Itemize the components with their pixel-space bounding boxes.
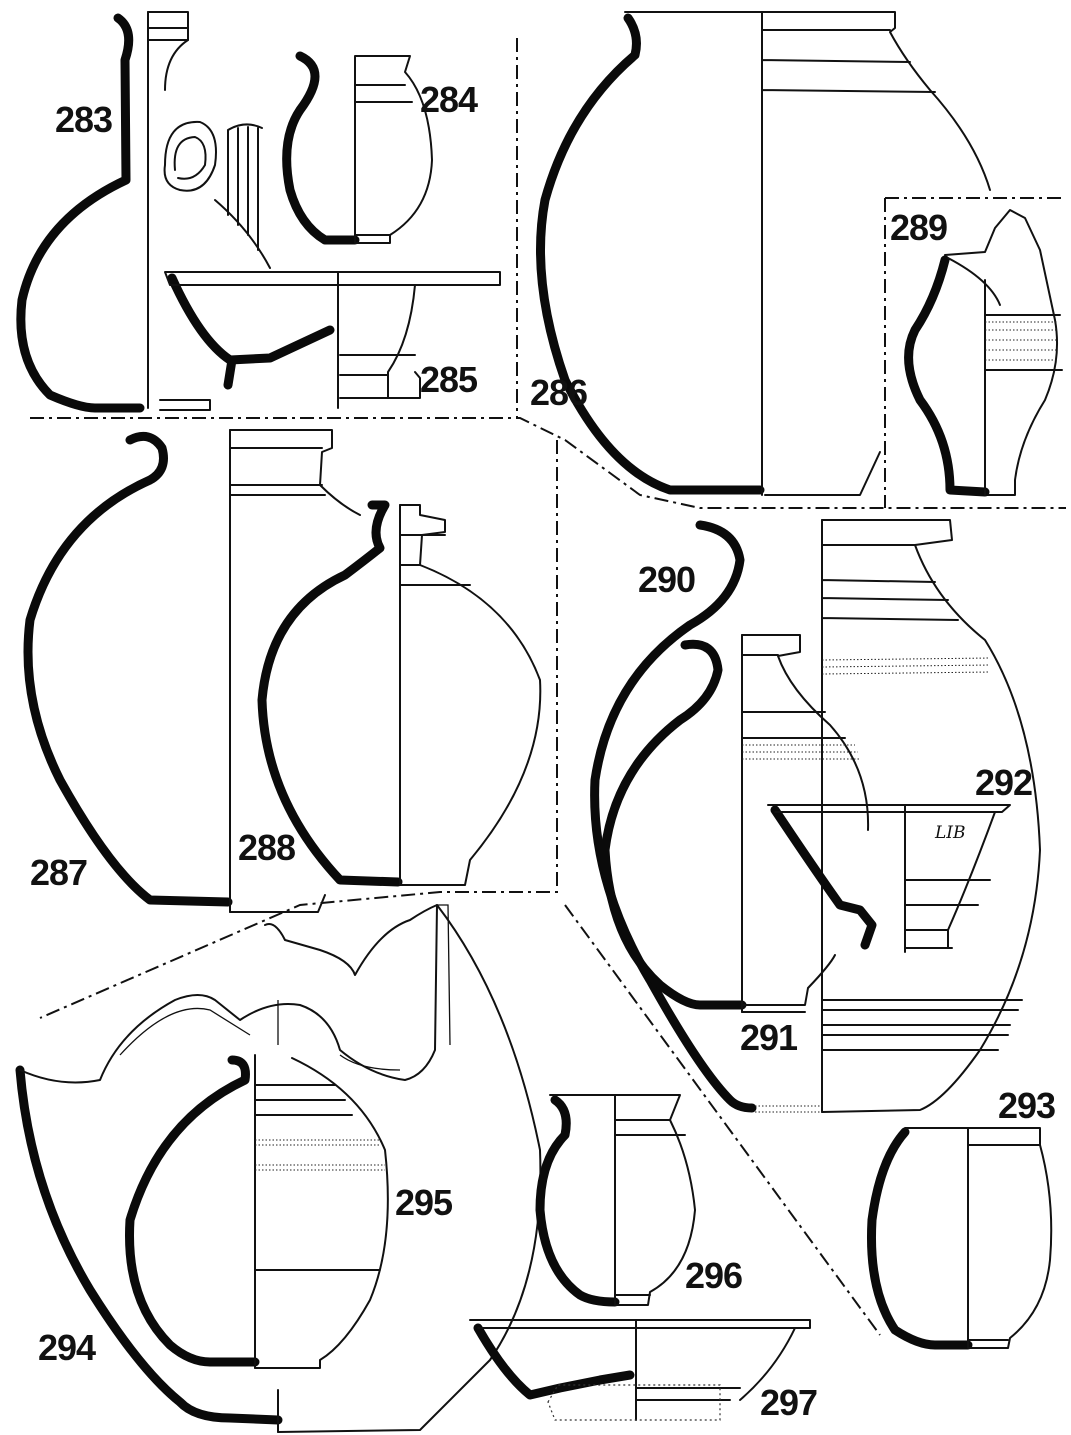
label-289: 289	[890, 207, 947, 248]
vessel-293-beaker: 293	[867, 1085, 1056, 1350]
vessel-292-cup: LIB 292	[767, 762, 1033, 953]
label-291: 291	[740, 1017, 798, 1058]
vessel-297-bowl: 297	[469, 1319, 818, 1423]
vessel-296-beaker: 296	[535, 1094, 743, 1307]
vessel-288-jar: 288	[238, 500, 542, 887]
label-295: 295	[395, 1182, 453, 1223]
panel-dividers	[30, 38, 1066, 1336]
vessel-287-jar: 287	[23, 429, 361, 913]
vessel-283-jug: 283	[16, 11, 271, 413]
vessel-291-jar: 291	[600, 634, 870, 1058]
vessel-286-jar: 286	[530, 11, 991, 496]
label-294: 294	[38, 1327, 96, 1368]
vessel-285-bowl: 285	[164, 271, 501, 409]
label-286: 286	[530, 372, 587, 413]
vessel-295-jar: 295	[125, 1054, 454, 1369]
label-297: 297	[760, 1382, 817, 1423]
label-292: 292	[975, 762, 1032, 803]
label-290: 290	[638, 559, 695, 600]
label-288: 288	[238, 827, 295, 868]
label-283: 283	[55, 99, 112, 140]
label-285: 285	[420, 359, 478, 400]
inscription-lib: LIB	[934, 823, 966, 843]
vessel-290-jar: 290	[590, 519, 1041, 1113]
vessel-294-jar: 294	[15, 904, 542, 1433]
label-293: 293	[998, 1085, 1055, 1126]
vessel-284-beaker: 284	[282, 51, 479, 245]
label-296: 296	[685, 1255, 742, 1296]
vessel-289-fragment: 289	[890, 207, 1063, 497]
label-287: 287	[30, 852, 87, 893]
label-284: 284	[420, 79, 478, 120]
